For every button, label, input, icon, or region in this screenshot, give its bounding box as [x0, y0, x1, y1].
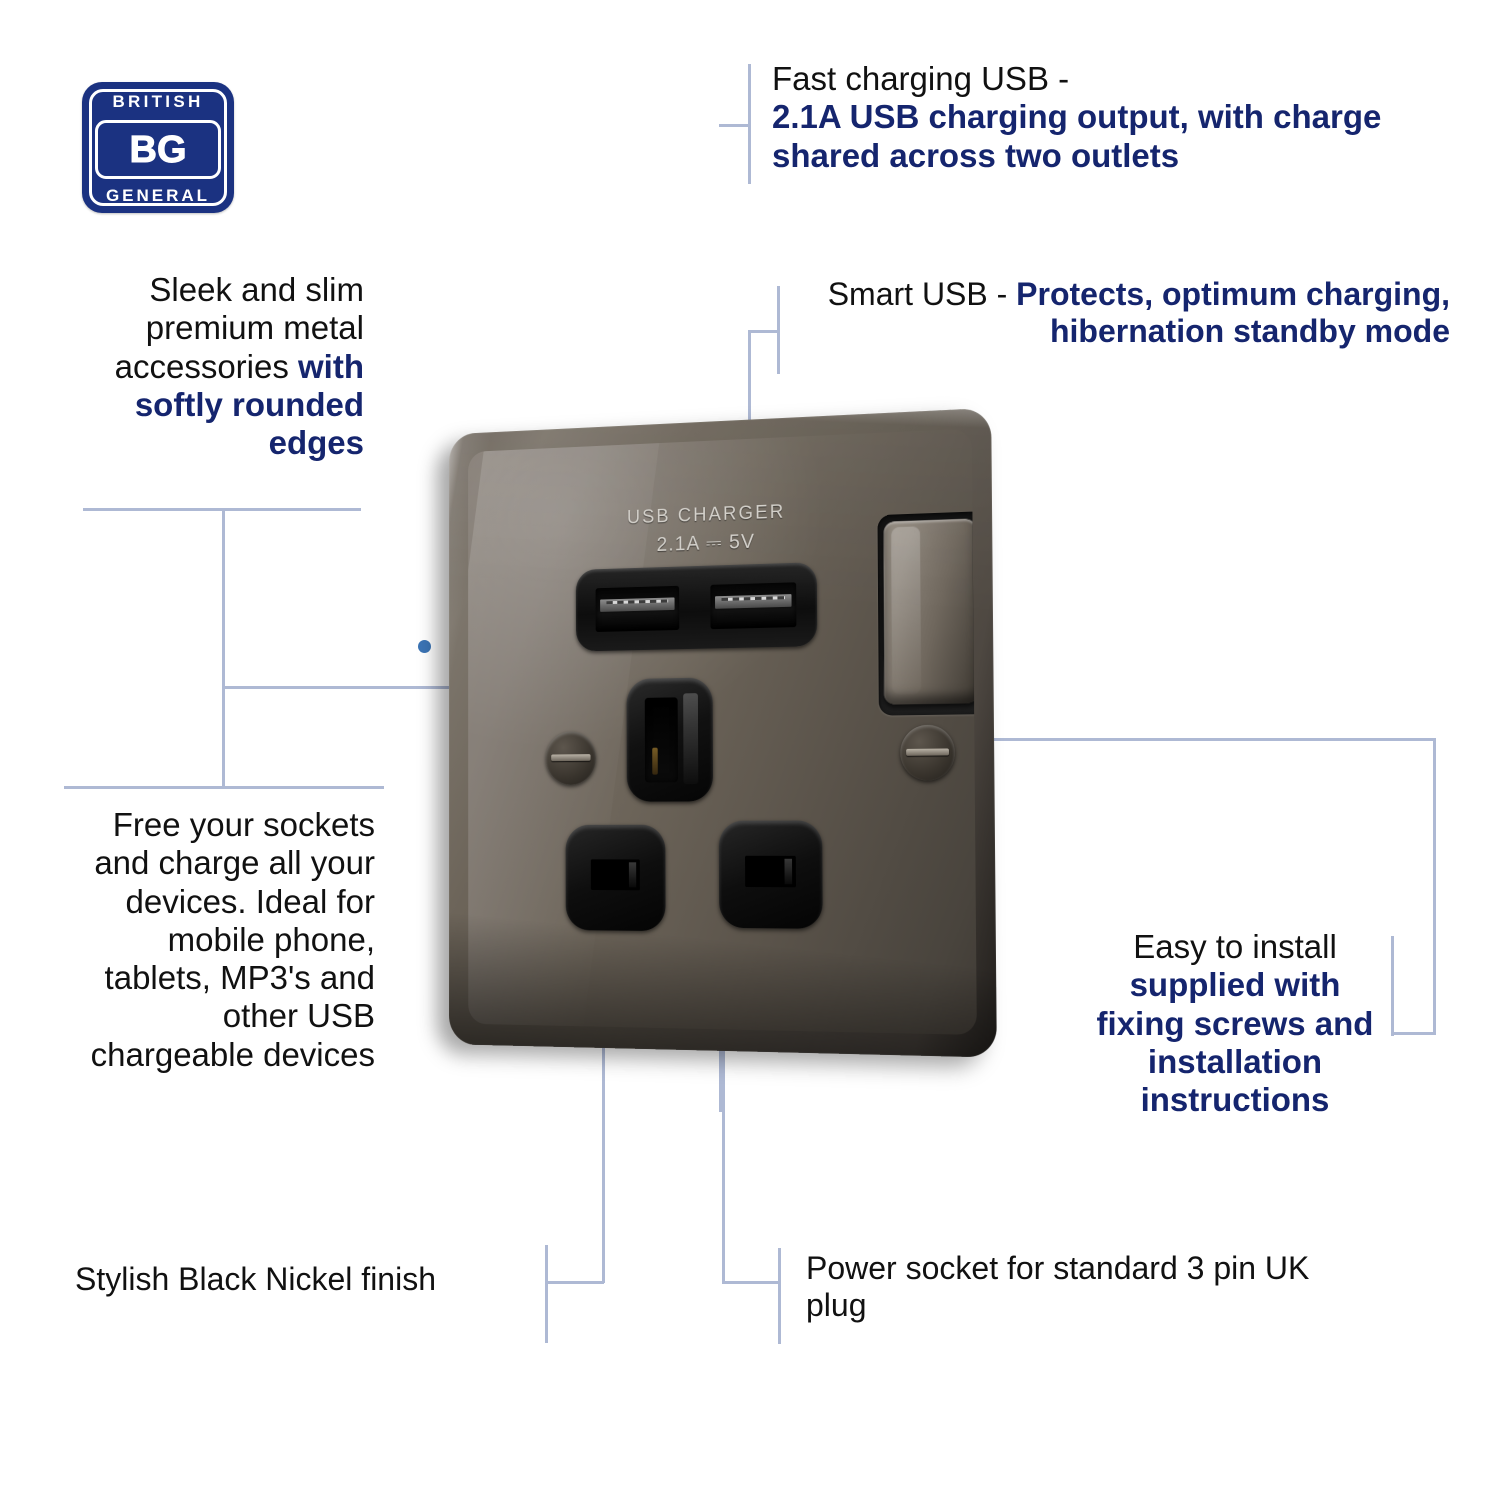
callout-power-socket: Power socket for standard 3 pin UK plug	[806, 1250, 1326, 1324]
fixing-screw-right-slot	[906, 748, 949, 756]
callout-smart-bold: Protects, optimum charging, hibernation …	[1016, 276, 1450, 350]
leader-sleek-vertical	[222, 508, 225, 688]
leader-sleek-anchor-dot	[418, 640, 431, 653]
callout-sleek-plain: Sleek and slim premium metal accessories	[114, 271, 364, 385]
usb-port-1[interactable]	[595, 585, 680, 633]
product-image-socket: USB CHARGER 2.1A ⎓ 5V	[398, 396, 1018, 1076]
callout-fast-charging-usb: Fast charging USB - 2.1A USB charging ou…	[772, 60, 1412, 175]
leader-easy-bracket	[1391, 936, 1394, 1036]
leader-fast-charging-elbow	[719, 124, 751, 127]
leader-power-vertical	[722, 880, 725, 1283]
logo-center-badge: BG	[95, 120, 221, 179]
callout-sleek-bold: with softly rounded edges	[134, 347, 364, 462]
socket-faceplate-surface: USB CHARGER 2.1A ⎓ 5V	[468, 428, 977, 1035]
rocker-switch[interactable]	[883, 518, 977, 705]
callout-fast-plain: Fast charging USB -	[772, 60, 1070, 97]
callout-easy-bold: supplied with fixing screws and installa…	[1096, 966, 1374, 1119]
neutral-pin-aperture	[590, 859, 640, 891]
earth-pin-gleam	[683, 693, 699, 785]
callout-easy-plain: Easy to install	[1133, 928, 1337, 965]
leader-smart-usb-bracket	[777, 286, 780, 374]
live-pin-aperture	[745, 855, 796, 888]
callout-fast-bold: 2.1A USB charging output, with charge sh…	[772, 98, 1382, 174]
callout-easy-to-install: Easy to install supplied with fixing scr…	[1090, 928, 1380, 1119]
callout-power-plain: Power socket for standard 3 pin UK plug	[806, 1250, 1310, 1324]
leader-free-vertical	[222, 686, 225, 788]
logo-bottom-text: GENERAL	[105, 186, 211, 205]
leader-finish-bracket	[545, 1245, 548, 1343]
leader-finish-horizontal	[546, 1281, 604, 1284]
neutral-pin-slot[interactable]	[565, 824, 666, 932]
usb-port-bezel	[575, 562, 818, 652]
usb-port-2[interactable]	[710, 582, 797, 630]
usb-charger-marking: USB CHARGER 2.1A ⎓ 5V	[601, 500, 813, 559]
callout-free-plain: Free your sockets and charge all your de…	[90, 806, 375, 1073]
leader-free-bottom-horizontal	[64, 786, 384, 789]
callout-sleek-and-slim: Sleek and slim premium metal accessories…	[60, 271, 364, 462]
leader-power-bracket	[778, 1248, 781, 1344]
earth-pin-slot[interactable]	[626, 677, 714, 802]
logo-top-text: BRITISH	[112, 92, 204, 111]
earth-pin-reflection	[652, 747, 658, 775]
leader-easy-top-horizontal	[966, 738, 1436, 741]
socket-faceplate: USB CHARGER 2.1A ⎓ 5V	[449, 407, 997, 1058]
fixing-screw-left[interactable]	[545, 731, 597, 785]
callout-smart-plain: Smart USB -	[827, 276, 1017, 312]
earth-pin-aperture	[644, 697, 678, 783]
live-pin-slot[interactable]	[718, 820, 823, 929]
fixing-screw-left-slot	[551, 754, 591, 762]
leader-finish-vertical	[602, 985, 605, 1283]
callout-smart-usb: Smart USB - Protects, optimum charging, …	[800, 276, 1450, 350]
leader-easy-return	[1392, 1032, 1436, 1035]
fixing-screw-right[interactable]	[900, 724, 956, 781]
logo-inner-border	[89, 89, 227, 206]
leader-power-horizontal	[722, 1281, 780, 1284]
callout-free-your-sockets: Free your sockets and charge all your de…	[55, 806, 375, 1074]
leader-fast-charging-bracket	[748, 64, 751, 184]
logo-initials: BG	[129, 128, 187, 171]
leader-smart-usb-elbow	[748, 330, 780, 333]
usb-rating-label-text: 2.1A ⎓ 5V	[656, 530, 756, 556]
leader-easy-vertical	[1433, 738, 1436, 1034]
callout-black-nickel-finish: Stylish Black Nickel finish	[75, 1261, 545, 1298]
usb-charger-label-text: USB CHARGER	[626, 501, 786, 529]
callout-finish-plain: Stylish Black Nickel finish	[75, 1261, 436, 1297]
rocker-switch-well	[877, 511, 977, 716]
bg-brand-logo: BRITISH BG GENERAL	[82, 82, 234, 213]
rocker-switch-highlight	[891, 526, 922, 695]
leader-free-from-plate	[222, 686, 620, 689]
